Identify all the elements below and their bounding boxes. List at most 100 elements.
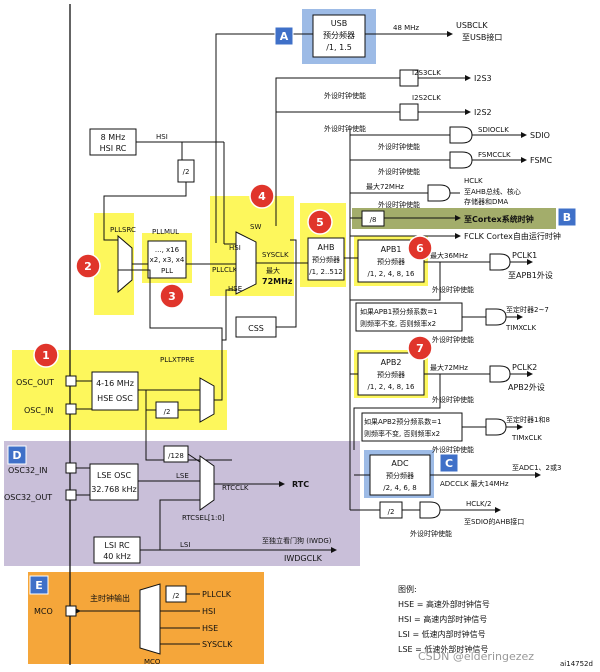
osc32-in-pin: [65, 462, 77, 474]
usb-sub: 预分频器: [323, 30, 355, 40]
hse-osc-freq: 4-16 MHz: [96, 379, 134, 388]
svg-text:A: A: [280, 30, 289, 43]
legend-lse: LSE = 低速外部时钟信号: [398, 644, 488, 654]
sw-hse-label: HSE: [228, 285, 242, 293]
osc-in-pin: [65, 403, 77, 415]
badge-d: D: [7, 445, 27, 465]
i2s2-label: I2S2: [474, 108, 492, 117]
badge-7: 7: [407, 335, 433, 361]
mco-div2: /2: [173, 592, 180, 600]
osc-out-label: OSC_OUT: [16, 378, 54, 387]
fsmc-label: FSMC: [530, 156, 552, 165]
lse-osc-freq: 32.768 kHz: [91, 485, 136, 494]
pclk1-sub: 至APB1外设: [508, 270, 553, 280]
tim18-note-2: 则频率不变, 否则频率x2: [364, 429, 440, 438]
pllxtpre-mux: [199, 377, 215, 423]
pllsrc-mux: [117, 234, 133, 294]
legend-hsi: HSI = 高速内部时钟信号: [398, 614, 487, 624]
usbclk-label: USBCLK: [456, 21, 488, 30]
tim27-gate: [485, 308, 507, 326]
svg-text:C: C: [445, 457, 453, 470]
mco-mux: [139, 583, 161, 655]
hclk-label: HCLK: [464, 177, 483, 185]
max72-value: 72MHz: [262, 277, 293, 286]
svg-text:1: 1: [42, 349, 50, 362]
css-label: CSS: [248, 324, 264, 333]
hclk2-gate: [419, 501, 441, 519]
pclk2-label: PCLK2: [512, 363, 537, 372]
hsi-div2: /2: [183, 168, 190, 176]
ahb-prescaler-box: [307, 237, 345, 281]
osc32-in-label: OSC32_IN: [8, 466, 48, 475]
svg-text:2: 2: [84, 260, 92, 273]
cortex-timer-label: 至Cortex系统时钟: [464, 214, 534, 224]
mco-output-label: 主时钟输出: [90, 593, 130, 603]
fsmc-enable: 外设时钟使能: [378, 167, 420, 176]
sw-mux: [235, 231, 257, 295]
apb2-prescaler-box: [357, 352, 425, 396]
tim27-note-1: 如果APB1预分频系数=1: [360, 307, 438, 316]
adcclk-label: ADCCLK 最大14MHz: [440, 479, 509, 488]
hsi-rc-freq: 8 MHz: [101, 133, 126, 142]
osc32-out-label: OSC32_OUT: [4, 493, 52, 502]
ahb-div: /1, 2..512: [309, 268, 343, 276]
pclk1-label: PCLK1: [512, 251, 537, 260]
fsmc-gate: [449, 151, 473, 169]
hse-osc-box: [91, 371, 139, 411]
lse-wire-label: LSE: [176, 472, 189, 480]
badge-e: E: [29, 575, 49, 595]
apb1-max: 最大36MHz: [430, 251, 468, 260]
apb2-sub: 预分频器: [377, 370, 405, 379]
usb-freq: 48 MHz: [393, 24, 419, 32]
svg-text:6: 6: [416, 242, 424, 255]
hclk-dest-1: 至AHB总线、核心: [464, 187, 521, 196]
badge-a: A: [274, 26, 294, 46]
rtc-label: RTC: [292, 480, 309, 489]
iwdgclk-label: IWDGCLK: [284, 554, 323, 563]
max72-label: 最大: [266, 266, 280, 275]
apb2-max: 最大72MHz: [430, 363, 468, 372]
svg-text:E: E: [35, 579, 43, 592]
hse-osc-name: HSE OSC: [97, 394, 133, 403]
pllclk-wire-label: PLLCLK: [212, 266, 238, 274]
svg-text:5: 5: [316, 216, 324, 229]
apb2-title: APB2: [381, 358, 402, 367]
i2s2-enable: 外设时钟使能: [324, 124, 366, 133]
adc-dest: 至ADC1、2或3: [512, 463, 561, 472]
div128: /128: [168, 452, 184, 460]
svg-text:4: 4: [258, 190, 266, 203]
pclk2-enable: 外设时钟使能: [432, 395, 474, 404]
i2s2clk-label: I2S2CLK: [412, 94, 441, 102]
hsi-rc-box: [89, 128, 137, 156]
hsi-rc-name: HSI RC: [100, 144, 127, 153]
pll-box: [147, 240, 187, 279]
legend-lsi: LSI = 低速内部时钟信号: [398, 629, 486, 639]
fclk-label: FCLK Cortex自由运行时钟: [464, 231, 561, 241]
pllsrc-label: PLLSRC: [110, 226, 136, 234]
hclk2-div: /2: [388, 508, 395, 516]
sdioclk-label: SDIOCLK: [478, 126, 509, 134]
svg-text:B: B: [563, 211, 571, 224]
pll-name: PLL: [161, 267, 173, 275]
badge-b: B: [557, 207, 577, 227]
iwdg-label: 至独立看门狗 (IWDG): [262, 536, 332, 545]
badge-c: C: [439, 453, 459, 473]
pllxtpre-label: PLLXTPRE: [160, 356, 194, 364]
usb-title: USB: [331, 19, 347, 28]
pclk2-gate: [489, 365, 511, 383]
apb1-sub: 预分频器: [377, 257, 405, 266]
sw-hsi-label: HSI: [229, 244, 241, 252]
tim18-enable: 外设时钟使能: [432, 445, 474, 454]
usb-prescaler-box: [312, 14, 366, 58]
svg-text:D: D: [12, 449, 21, 462]
svg-text:3: 3: [168, 290, 176, 303]
adc-title: ADC: [391, 459, 409, 468]
badge-2: 2: [75, 253, 101, 279]
osc32-out-pin: [65, 489, 77, 501]
pclk1-gate: [489, 253, 511, 271]
pll-mul-2: x2, x3, x4: [150, 256, 185, 264]
osc-out-pin: [65, 375, 77, 387]
hclk-max: 最大72MHz: [366, 182, 404, 191]
lse-osc-box: [89, 463, 139, 501]
timxclk2-label: TIMxCLK: [511, 434, 542, 442]
